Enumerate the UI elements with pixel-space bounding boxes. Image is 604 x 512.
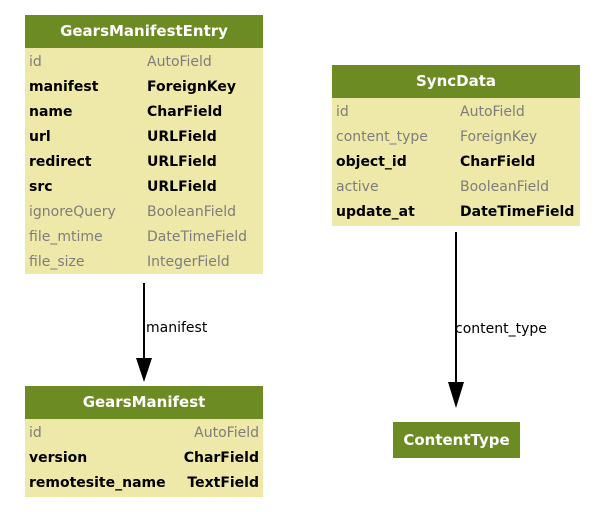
model-sync-data[interactable]: SyncData id AutoField content_type ForeignK… <box>332 65 580 226</box>
model-content-type[interactable]: ContentType <box>393 422 520 458</box>
field-row: src URLField <box>29 175 259 200</box>
field-type: BooleanField <box>147 204 237 220</box>
field-name: content_type <box>336 129 428 145</box>
field-type: AutoField <box>147 54 212 70</box>
field-row: redirect URLField <box>29 150 259 175</box>
model-gears-manifest[interactable]: GearsManifest id AutoField version CharFiel… <box>25 386 263 497</box>
field-name: id <box>29 54 42 70</box>
field-row: name CharField <box>29 100 259 125</box>
field-type: ForeignKey <box>147 79 237 95</box>
model-title: GearsManifestEntry <box>25 15 263 48</box>
field-type: DateTimeField <box>460 204 575 220</box>
field-type: TextField <box>187 475 259 491</box>
field-row: url URLField <box>29 125 259 150</box>
field-name: file_size <box>29 254 85 270</box>
field-type: DateTimeField <box>147 229 248 245</box>
field-list: id AutoField manifest ForeignKey name CharFie… <box>25 48 263 279</box>
edge-label-content-type: content_type <box>455 321 547 337</box>
field-row: file_size IntegerField <box>29 250 259 275</box>
field-name: redirect <box>29 154 92 170</box>
field-type: URLField <box>147 154 217 170</box>
field-name: remotesite_name <box>29 475 166 491</box>
model-title: ContentType <box>393 422 520 458</box>
field-row: remotesite_name TextField <box>29 471 259 496</box>
field-row: active BooleanField <box>336 175 576 200</box>
field-row: file_mtime DateTimeField <box>29 225 259 250</box>
field-name: ignoreQuery <box>29 204 116 220</box>
model-title: GearsManifest <box>25 386 263 419</box>
field-name: src <box>29 179 53 195</box>
field-type: CharField <box>147 104 223 120</box>
field-type: URLField <box>147 179 217 195</box>
field-row: id AutoField <box>29 50 259 75</box>
field-name: name <box>29 104 73 120</box>
field-list: id AutoField content_type ForeignKey object_… <box>332 98 580 229</box>
field-type: CharField <box>183 450 259 466</box>
edge-arrowhead-content-type <box>448 382 464 408</box>
field-name: id <box>29 425 42 441</box>
field-row: update_at DateTimeField <box>336 200 576 225</box>
field-type: AutoField <box>194 425 259 441</box>
field-type: ForeignKey <box>460 129 538 145</box>
field-row: content_type ForeignKey <box>336 125 576 150</box>
field-row: version CharField <box>29 446 259 471</box>
edge-label-manifest: manifest <box>146 320 208 336</box>
field-row: object_id CharField <box>336 150 576 175</box>
field-row: id AutoField <box>29 421 259 446</box>
field-type: AutoField <box>460 104 525 120</box>
field-name: update_at <box>336 204 415 220</box>
model-title: SyncData <box>332 65 580 98</box>
field-type: IntegerField <box>147 254 230 270</box>
field-name: manifest <box>29 79 99 95</box>
field-type: BooleanField <box>460 179 550 195</box>
field-row: manifest ForeignKey <box>29 75 259 100</box>
field-type: CharField <box>460 154 536 170</box>
field-name: active <box>336 179 379 195</box>
field-list: id AutoField version CharField remotesite_na… <box>25 419 263 500</box>
field-name: file_mtime <box>29 229 103 245</box>
field-row: id AutoField <box>336 100 576 125</box>
edge-arrowhead-manifest <box>136 358 152 382</box>
field-row: ignoreQuery BooleanField <box>29 200 259 225</box>
field-name: version <box>29 450 88 466</box>
field-type: URLField <box>147 129 217 145</box>
field-name: object_id <box>336 154 407 170</box>
field-name: url <box>29 129 51 145</box>
model-gears-manifest-entry[interactable]: GearsManifestEntry id AutoField manifest Fo… <box>25 15 263 274</box>
field-name: id <box>336 104 349 120</box>
